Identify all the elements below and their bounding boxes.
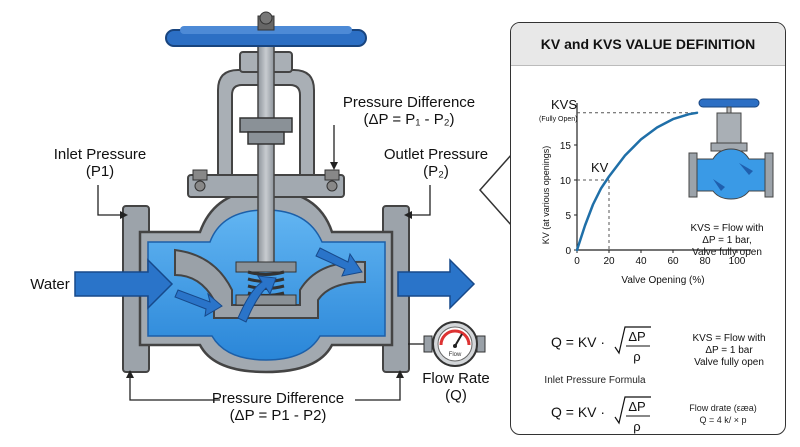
- formula-1-note-3: Valve fully open: [694, 357, 764, 368]
- formula-2-note-2: Q = 4 k/ × p: [699, 415, 746, 425]
- leader-arrowheads: [120, 162, 412, 378]
- svg-text:ΔP: ΔP: [628, 329, 645, 344]
- internal-flow-arrows: [174, 247, 363, 323]
- formula-1-caption: Inlet Pressure Formula: [544, 375, 646, 386]
- outlet-arrow: [397, 258, 476, 310]
- kv-curve: [575, 111, 699, 252]
- svg-text:Q = KV ·: Q = KV ·: [551, 334, 605, 350]
- formula-2-note-1: Flow drate (εæa): [689, 403, 757, 413]
- formula-1-note-2: ΔP = 1 bar: [705, 345, 753, 356]
- valve-yoke: [217, 69, 315, 176]
- formula-1: Q = KV · ΔP ρ: [551, 326, 651, 364]
- svg-text:Q = KV ·: Q = KV ·: [551, 404, 605, 420]
- y-axis-label: KV (at various openings): [541, 146, 551, 245]
- pressure-difference-top-label: Pressure Difference (ΔP = P₁ - P₂): [342, 94, 476, 129]
- svg-text:ΔP: ΔP: [628, 399, 645, 414]
- mini-valve-icon: [688, 98, 774, 200]
- inlet-arrow: [74, 258, 174, 310]
- kvs-sub-label: (Fully Open): [539, 116, 578, 123]
- pressure-difference-bottom-label: Pressure Difference (ΔP = P1 - P2): [211, 390, 345, 425]
- y-tick-label: 0: [565, 246, 571, 257]
- svg-text:ρ: ρ: [633, 419, 640, 434]
- flow-rate-label: Flow Rate (Q): [422, 370, 490, 405]
- x-tick-label: 100: [729, 256, 746, 267]
- valve-spring: [235, 261, 297, 306]
- callout-pointer: [478, 153, 513, 227]
- y-tick-label: 10: [560, 176, 572, 187]
- kv-chart: 0 20 40 60 80 100 0 5 10 15 KVS (Fully Open) KV V…: [539, 97, 774, 434]
- water-label: Water: [30, 276, 70, 293]
- valve-partition: [174, 248, 366, 319]
- formula-1-note-1: KVS = Flow with: [692, 333, 765, 344]
- x-tick-label: 0: [574, 256, 580, 267]
- flow-gauge-icon: [423, 321, 486, 367]
- leader-lines: [97, 125, 431, 401]
- x-tick-label: 60: [667, 256, 679, 267]
- x-axis-label: Valve Opening (%): [621, 275, 704, 286]
- handwheel: [165, 11, 367, 47]
- valve-stem: [257, 27, 275, 269]
- kvs-note-2: ΔP = 1 bar,: [702, 235, 752, 246]
- formula-2: Q = KV · ΔP ρ: [551, 396, 651, 434]
- inlet-pressure-label: Inlet Pressure (P1): [53, 146, 147, 181]
- kvs-note-1: KVS = Flow with: [690, 223, 763, 234]
- panel-title: KV and KVS VALUE DEFINITION: [511, 23, 785, 66]
- y-tick-label: 15: [560, 141, 572, 152]
- kv-label: KV: [591, 160, 609, 175]
- valve-diagram: Flow: [74, 11, 486, 401]
- y-tick-label: 5: [565, 211, 571, 222]
- gauge-text: Flow: [449, 352, 462, 358]
- kvs-label: KVS: [551, 97, 577, 112]
- x-tick-label: 40: [635, 256, 647, 267]
- svg-text:ρ: ρ: [633, 349, 640, 364]
- x-tick-label: 20: [603, 256, 615, 267]
- x-tick-label: 80: [699, 256, 711, 267]
- outlet-pressure-label: Outlet Pressure (P₂): [383, 146, 489, 181]
- kvs-note-3: Valve fully open: [692, 247, 762, 258]
